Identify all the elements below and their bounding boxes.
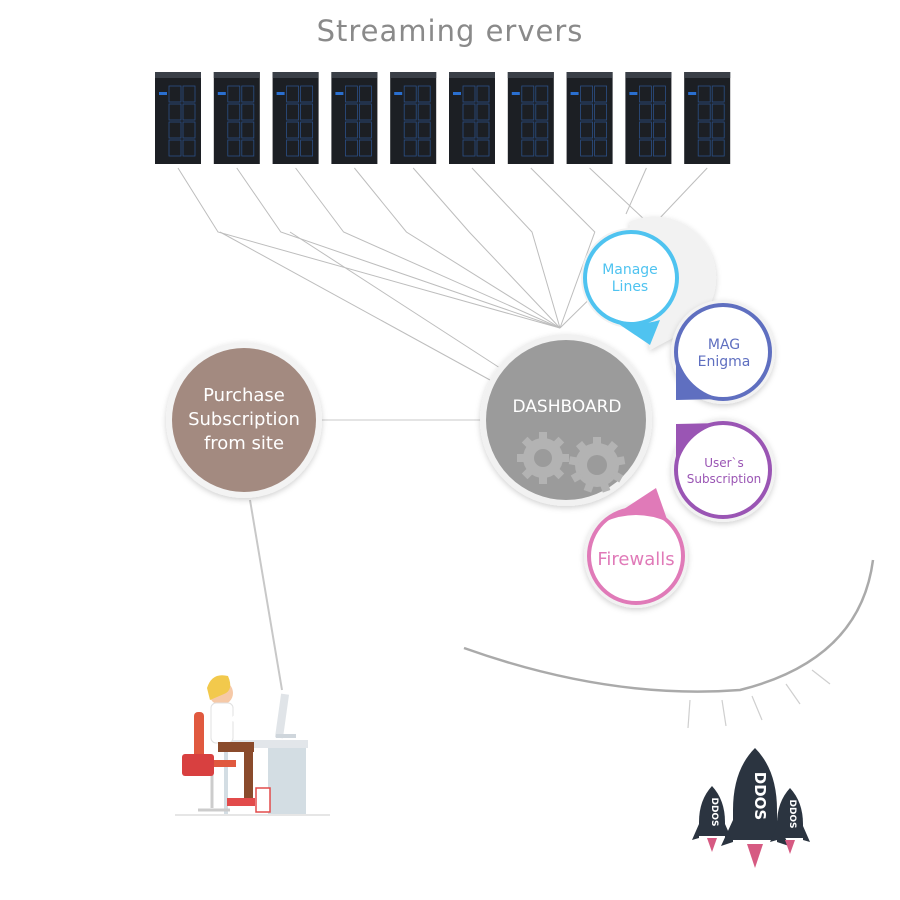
server-connector-line bbox=[530, 167, 596, 329]
purchase-line-3: from site bbox=[204, 433, 284, 454]
purchase-line-1: Purchase bbox=[203, 385, 285, 406]
firewalls-label: Firewalls bbox=[597, 549, 674, 570]
gear-tooth bbox=[521, 436, 534, 449]
gear-tooth bbox=[575, 440, 588, 454]
petal-firewalls[interactable]: Firewalls bbox=[584, 488, 688, 608]
server-rack-icon bbox=[390, 72, 437, 164]
server-rack-icon bbox=[155, 72, 201, 164]
server-rack-row bbox=[155, 72, 731, 164]
mag-enigma-line-2: Enigma bbox=[698, 354, 751, 370]
user-at-desk-illustration bbox=[175, 675, 330, 816]
dashboard-node[interactable]: DASHBOARD bbox=[480, 334, 652, 506]
users-subscription-line-1: User`s bbox=[704, 456, 744, 470]
server-rack-icon bbox=[272, 72, 319, 164]
manage-lines-line-2: Lines bbox=[612, 279, 648, 295]
server-connector-line bbox=[471, 167, 561, 329]
ddos-rockets-illustration: DDOS DDOS DDOS bbox=[692, 748, 810, 868]
rocket-left-label: DDOS bbox=[709, 797, 719, 826]
server-connector-line bbox=[657, 167, 708, 221]
diagram-title: Streaming ervers bbox=[316, 14, 584, 48]
petal-users-subscription[interactable]: User`s Subscription bbox=[671, 418, 775, 522]
gear-tooth bbox=[552, 467, 565, 480]
server-rack-icon bbox=[566, 72, 613, 164]
gear-tooth bbox=[552, 436, 565, 449]
gear-tooth bbox=[593, 437, 601, 446]
server-connector-line bbox=[354, 167, 561, 329]
purchase-line-2: Subscription bbox=[188, 409, 300, 430]
ddos-shield-arc bbox=[463, 559, 875, 693]
gears-icon bbox=[517, 432, 626, 493]
gear-tooth bbox=[606, 440, 619, 454]
gear-tooth bbox=[568, 456, 579, 466]
server-connector-line bbox=[289, 231, 501, 369]
server-connector-line bbox=[412, 167, 561, 329]
gear-tooth bbox=[560, 454, 569, 462]
gear-tooth bbox=[583, 481, 595, 493]
gear-tooth bbox=[521, 467, 534, 480]
server-rack-icon bbox=[331, 72, 378, 164]
gear-tooth bbox=[611, 471, 624, 483]
server-connector-line bbox=[177, 167, 561, 329]
server-connector-line bbox=[295, 167, 561, 329]
dashboard-label: DASHBOARD bbox=[513, 397, 622, 417]
gear-tooth bbox=[539, 432, 547, 441]
server-connector-line bbox=[625, 167, 647, 215]
rocket-right-label: DDOS bbox=[787, 799, 797, 828]
gear-tooth bbox=[517, 454, 526, 462]
server-rack-icon bbox=[213, 72, 260, 164]
gear-tooth bbox=[570, 471, 583, 483]
rocket-big-label: DDOS bbox=[751, 772, 769, 820]
ddos-impact-lines bbox=[687, 669, 831, 729]
gear-tooth bbox=[539, 475, 547, 484]
server-rack-icon bbox=[684, 72, 731, 164]
users-subscription-line-2: Subscription bbox=[687, 472, 762, 486]
server-connector-line bbox=[219, 231, 491, 381]
petal-mag-enigma[interactable]: MAG Enigma bbox=[671, 300, 775, 404]
gear-tooth bbox=[599, 481, 611, 493]
server-rack-icon bbox=[507, 72, 554, 164]
gear-tooth bbox=[615, 456, 626, 466]
manage-lines-line-1: Manage bbox=[602, 262, 658, 278]
purchase-user-connector bbox=[249, 499, 283, 691]
purchase-subscription-node[interactable]: Purchase Subscription from site bbox=[166, 342, 322, 498]
server-rack-icon bbox=[625, 72, 672, 164]
server-connector-line bbox=[236, 167, 561, 329]
server-connector-lines bbox=[177, 167, 708, 381]
mag-enigma-line-1: MAG bbox=[708, 337, 740, 353]
server-rack-icon bbox=[449, 72, 495, 164]
